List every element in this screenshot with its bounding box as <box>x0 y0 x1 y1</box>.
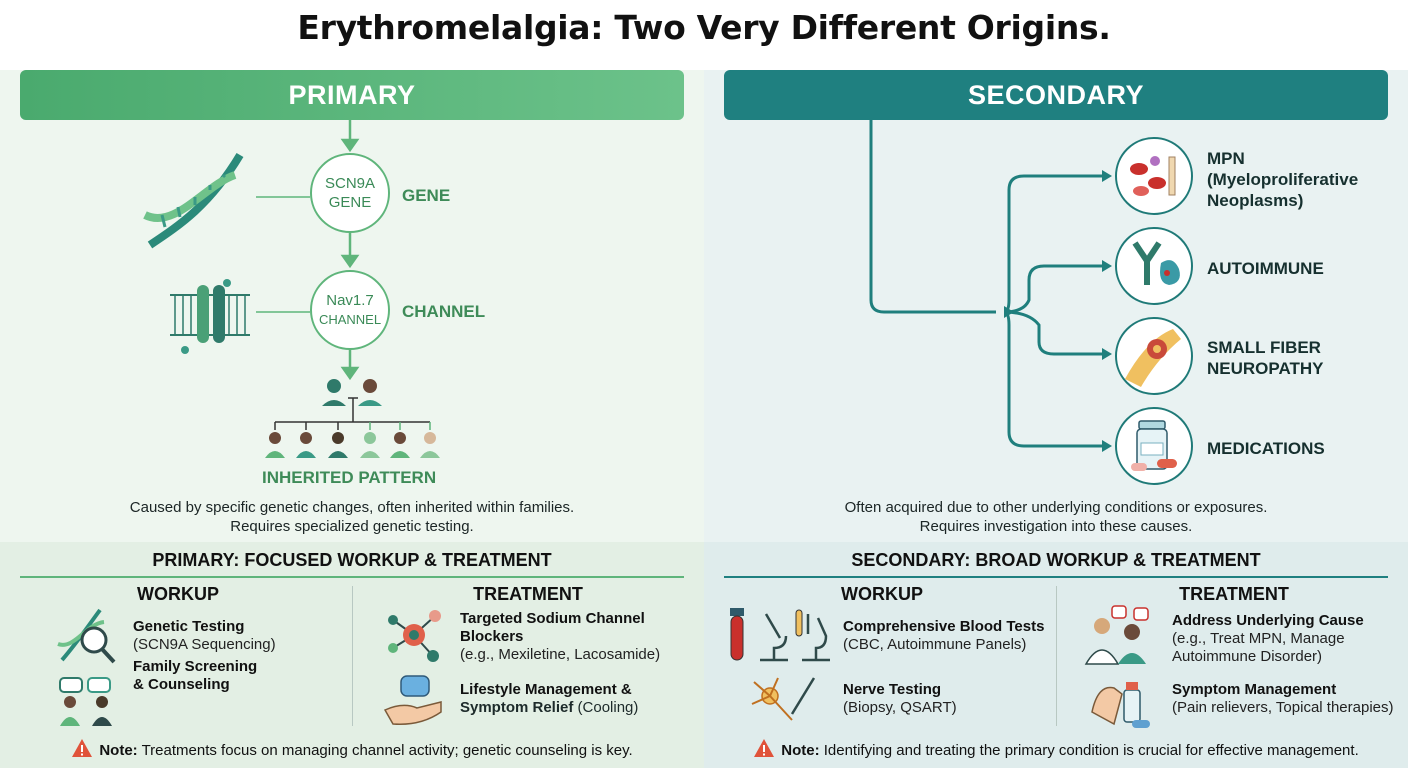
nerve-fiber-icon <box>1125 329 1181 387</box>
secondary-caption-line2: Requires investigation into these causes… <box>919 518 1193 535</box>
primary-column-divider <box>352 586 353 726</box>
small-fiber-line1: SMALL FIBER <box>1207 338 1321 357</box>
channel-node-line2: CHANNEL <box>318 312 382 327</box>
secondary-workup-section: SECONDARY: BROAD WORKUP & TREATMENT WORK… <box>704 542 1408 768</box>
page-title: Erythromelalgia: Two Very Different Orig… <box>297 8 1111 47</box>
ice-pack-hand-icon <box>383 675 442 725</box>
secondary-note-label: Note: <box>781 742 820 759</box>
primary-caption-line1: Caused by specific genetic changes, ofte… <box>129 499 575 516</box>
primary-flow-connectors <box>256 120 360 381</box>
lab-microscope-icon <box>730 608 830 662</box>
primary-note-label: Note: <box>99 742 138 759</box>
secondary-workup-rule <box>724 576 1388 578</box>
lifestyle-title: Lifestyle Management & <box>460 681 632 698</box>
secondary-workup-head: WORKUP <box>841 584 923 604</box>
family-screening-title2: & Counseling <box>133 676 230 693</box>
autoimmune-circle <box>1115 227 1193 305</box>
scn9a-gene-node: SCN9A GENE <box>310 153 390 233</box>
small-fiber-line2: NEUROPATHY <box>1207 359 1324 378</box>
blood-cells-icon <box>1130 156 1176 196</box>
genetic-testing-sub: (SCN9A Sequencing) <box>133 636 276 653</box>
secondary-panel: SECONDARY MPN (Myeloproliferative Neopla… <box>704 70 1408 768</box>
family-screening-title: Family Screening <box>133 658 258 675</box>
dna-icon <box>143 152 244 249</box>
gene-label: GENE <box>402 186 451 205</box>
doctor-patient-icon <box>1084 605 1149 665</box>
warning-icon <box>72 739 93 757</box>
underlying-cause-sub: (e.g., Treat MPN, Manage <box>1172 630 1345 647</box>
small-fiber-label: SMALL FIBER NEUROPATHY <box>1207 337 1324 379</box>
secondary-note-text: Identifying and treating the primary con… <box>823 742 1359 759</box>
warning-icon <box>754 739 775 757</box>
nerve-testing-sub: (Biopsy, QSART) <box>843 699 957 716</box>
pill-bottle-icon <box>1131 420 1177 471</box>
secondary-workup-title: SECONDARY: BROAD WORKUP & TREATMENT <box>851 550 1261 570</box>
symptom-management-sub: (Pain relievers, Topical therapies) <box>1172 699 1394 716</box>
sodium-blockers-title: Targeted Sodium Channel <box>460 610 645 627</box>
molecule-icon <box>388 610 441 662</box>
medications-circle <box>1115 407 1193 485</box>
symptom-management-title: Symptom Management <box>1172 681 1337 698</box>
primary-note: Note: Treatments focus on managing chann… <box>0 738 704 759</box>
primary-note-text: Treatments focus on managing channel act… <box>141 742 633 759</box>
secondary-note: Note: Identifying and treating the prima… <box>704 738 1408 759</box>
nerve-testing-title: Nerve Testing <box>843 681 942 698</box>
family-tree-icon <box>265 379 440 458</box>
nav17-channel-node: Nav1.7 CHANNEL <box>310 270 390 350</box>
mpn-label: MPN (Myeloproliferative Neoplasms) <box>1207 148 1358 211</box>
primary-caption: Caused by specific genetic changes, ofte… <box>20 498 684 536</box>
lifestyle-sub: (Cooling) <box>577 699 639 716</box>
primary-panel: PRIMARY SCN9A GENE GENE <box>0 70 704 768</box>
lifestyle-line2: Symptom Relief (Cooling) <box>460 699 638 717</box>
medications-label: MEDICATIONS <box>1207 439 1325 458</box>
inherited-pattern-label: INHERITED PATTERN <box>262 468 437 487</box>
primary-workup-title: PRIMARY: FOCUSED WORKUP & TREATMENT <box>152 550 552 570</box>
blood-tests-title: Comprehensive Blood Tests <box>843 618 1045 635</box>
counseling-icon <box>59 677 112 726</box>
hand-pills-icon <box>1091 682 1150 728</box>
genetic-testing-title: Genetic Testing <box>133 618 245 635</box>
secondary-caption: Often acquired due to other underlying c… <box>724 498 1388 536</box>
secondary-banner: SECONDARY <box>724 70 1388 120</box>
mpn-circle <box>1115 137 1193 215</box>
gene-node-line1: SCN9A <box>324 175 376 192</box>
neuron-needle-icon <box>751 677 816 721</box>
primary-banner: PRIMARY <box>20 70 684 120</box>
secondary-flow-connectors <box>869 120 1112 452</box>
primary-workup-head: WORKUP <box>137 584 219 604</box>
sodium-blockers-sub: (e.g., Mexiletine, Lacosamide) <box>460 646 661 663</box>
secondary-column-divider <box>1056 586 1057 726</box>
antibody-icon <box>1132 241 1180 285</box>
primary-treatment-head: TREATMENT <box>473 584 583 604</box>
mpn-line2: (Myeloproliferative <box>1207 170 1359 189</box>
primary-workup-section: PRIMARY: FOCUSED WORKUP & TREATMENT WORK… <box>0 542 704 768</box>
small-fiber-circle <box>1115 317 1193 395</box>
lifestyle-title2: Symptom Relief <box>460 699 574 716</box>
channel-label: CHANNEL <box>402 302 486 321</box>
autoimmune-label: AUTOIMMUNE <box>1207 259 1324 278</box>
underlying-cause-title: Address Underlying Cause <box>1172 612 1364 629</box>
ion-channel-icon <box>170 279 250 354</box>
gene-node-line2: GENE <box>328 194 372 211</box>
mpn-line1: MPN <box>1207 149 1245 168</box>
blood-tests-sub: (CBC, Autoimmune Panels) <box>843 636 1027 653</box>
primary-workup-rule <box>20 576 684 578</box>
channel-node-line1: Nav1.7 <box>326 292 374 309</box>
underlying-cause-sub2: Autoimmune Disorder) <box>1172 648 1323 665</box>
secondary-treatment-head: TREATMENT <box>1179 584 1289 604</box>
dna-magnifier-icon <box>57 608 116 664</box>
primary-caption-line2: Requires specialized genetic testing. <box>230 518 474 535</box>
sodium-blockers-title2: Blockers <box>460 628 524 645</box>
secondary-caption-line1: Often acquired due to other underlying c… <box>844 499 1268 516</box>
mpn-line3: Neoplasms) <box>1207 191 1304 210</box>
